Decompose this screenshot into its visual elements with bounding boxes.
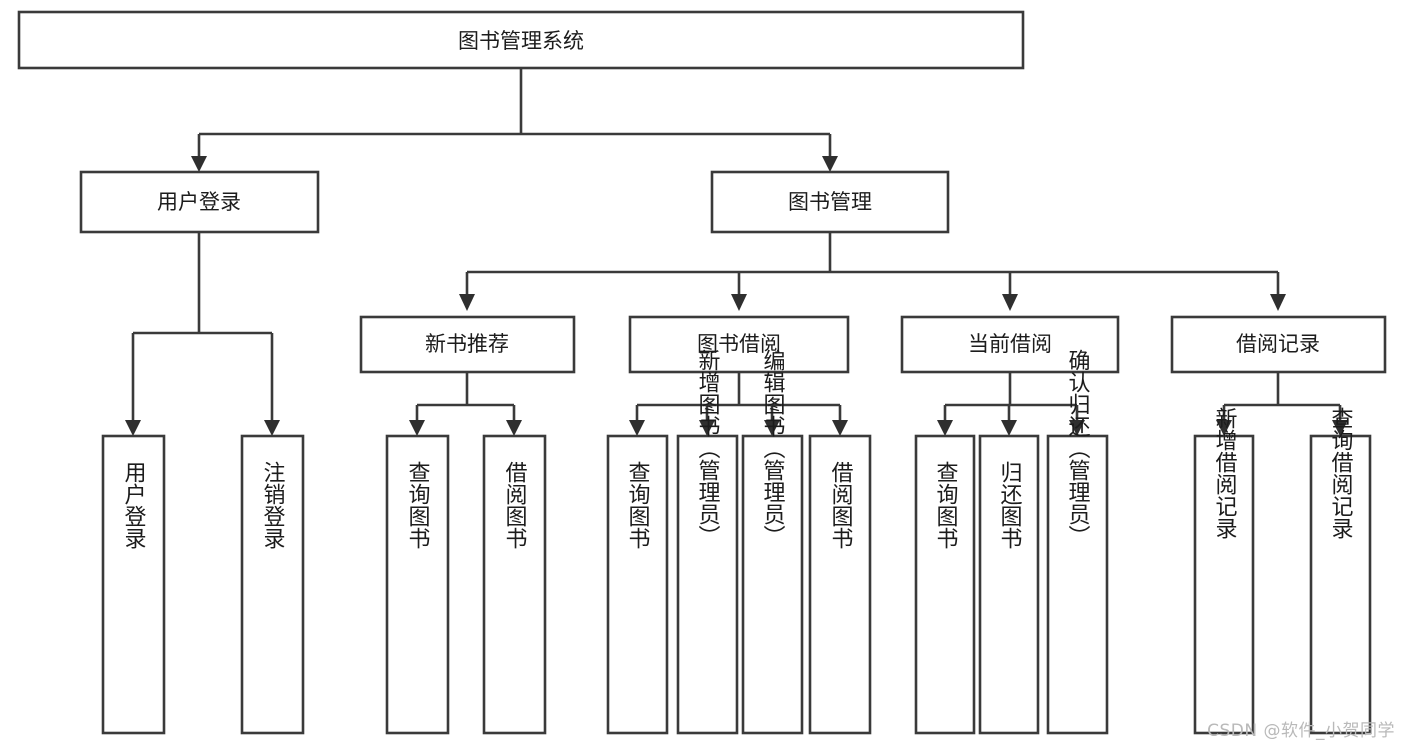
node-leaf-confirm-return-label: 确认归还（管理员） — [1065, 349, 1091, 547]
node-borrow-record-label: 借阅记录 — [1236, 332, 1320, 356]
node-leaf-return-book-label: 归还图书 — [997, 461, 1023, 549]
node-new-book-recommend-box[interactable] — [359, 315, 576, 374]
node-leaf-edit-book[interactable]: 编辑图书（管理员） — [741, 349, 804, 735]
node-leaf-user-login-box[interactable] — [101, 434, 166, 735]
node-leaf-query-book-3-box[interactable] — [914, 434, 976, 735]
node-leaf-add-book-box[interactable] — [676, 434, 739, 735]
connector-layer — [125, 68, 1348, 436]
node-leaf-query-book-2-label: 查询图书 — [625, 461, 651, 549]
node-leaf-logout-login-box[interactable] — [240, 434, 305, 735]
node-book-borrow[interactable]: 图书借阅 — [628, 315, 850, 374]
node-leaf-query-book-1[interactable]: 查询图书 — [385, 434, 450, 735]
node-leaf-return-book[interactable]: 归还图书 — [978, 434, 1040, 735]
arrow-head-leaf-query-record — [1332, 420, 1348, 436]
node-leaf-query-book-1-label: 查询图书 — [405, 461, 431, 549]
node-leaf-user-login-label: 用户登录 — [121, 461, 147, 549]
node-leaf-query-book-3-label: 查询图书 — [933, 461, 959, 549]
arrow-head-book-borrow — [731, 294, 747, 311]
arrow-head-leaf-user-login — [125, 420, 141, 436]
arrow-head-leaf-logout-login — [264, 420, 280, 436]
node-book-manage[interactable]: 图书管理 — [710, 170, 950, 234]
arrow-head-leaf-borrow-book-1 — [506, 420, 522, 436]
node-leaf-borrow-book-1-box[interactable] — [482, 434, 547, 735]
node-leaf-borrow-book-1-label: 借阅图书 — [502, 461, 528, 549]
node-leaf-user-login[interactable]: 用户登录 — [101, 434, 166, 735]
arrow-head-current-borrow — [1002, 294, 1018, 311]
node-user-login[interactable]: 用户登录 — [79, 170, 320, 234]
node-leaf-query-book-3[interactable]: 查询图书 — [914, 434, 976, 735]
node-root-box[interactable] — [17, 10, 1025, 70]
node-leaf-add-record-box[interactable] — [1193, 434, 1255, 735]
node-leaf-add-record-label: 新增借阅记录 — [1212, 407, 1238, 539]
node-leaf-borrow-book-2-box[interactable] — [808, 434, 872, 735]
arrow-head-leaf-add-book — [699, 420, 715, 436]
node-leaf-confirm-return[interactable]: 确认归还（管理员） — [1046, 349, 1109, 735]
node-leaf-borrow-book-2-label: 借阅图书 — [828, 461, 854, 549]
node-root[interactable]: 图书管理系统 — [17, 10, 1025, 70]
arrow-head-leaf-query-book-1 — [409, 420, 425, 436]
node-book-manage-box[interactable] — [710, 170, 950, 234]
node-book-borrow-label: 图书借阅 — [697, 332, 781, 356]
arrow-head-leaf-query-book-3 — [937, 420, 953, 436]
node-leaf-query-book-2[interactable]: 查询图书 — [606, 434, 669, 735]
arrow-head-leaf-edit-book — [764, 420, 780, 436]
node-new-book-recommend[interactable]: 新书推荐 — [359, 315, 576, 374]
node-root-label: 图书管理系统 — [458, 29, 584, 53]
node-book-manage-label: 图书管理 — [788, 190, 872, 214]
node-leaf-return-book-box[interactable] — [978, 434, 1040, 735]
node-leaf-logout-login-label: 注销登录 — [260, 461, 286, 549]
arrow-head-user-login — [191, 156, 207, 172]
node-user-login-box[interactable] — [79, 170, 320, 234]
arrow-head-new-book-recommend — [459, 294, 475, 311]
arrow-head-book-manage — [822, 156, 838, 172]
node-borrow-record[interactable]: 借阅记录 — [1170, 315, 1387, 374]
arrow-head-leaf-return-book — [1001, 420, 1017, 436]
node-leaf-query-record-box[interactable] — [1309, 434, 1372, 735]
node-new-book-recommend-label: 新书推荐 — [425, 332, 509, 356]
node-leaf-query-record-label: 查询借阅记录 — [1328, 407, 1354, 539]
node-user-login-label: 用户登录 — [157, 190, 241, 214]
node-leaf-edit-book-label: 编辑图书（管理员） — [760, 349, 786, 547]
node-current-borrow[interactable]: 当前借阅 — [900, 315, 1120, 374]
node-leaf-edit-book-box[interactable] — [741, 434, 804, 735]
node-leaf-add-book-label: 新增图书（管理员） — [695, 349, 721, 547]
node-leaf-logout-login[interactable]: 注销登录 — [240, 434, 305, 735]
node-leaf-query-book-1-box[interactable] — [385, 434, 450, 735]
node-book-borrow-box[interactable] — [628, 315, 850, 374]
arrow-head-leaf-add-record — [1216, 420, 1232, 436]
arrow-head-borrow-record — [1270, 294, 1286, 311]
node-leaf-query-book-2-box[interactable] — [606, 434, 669, 735]
arrow-head-leaf-borrow-book-2 — [832, 420, 848, 436]
arrow-head-leaf-confirm-return — [1069, 420, 1085, 436]
node-leaf-add-record[interactable]: 新增借阅记录 — [1193, 407, 1255, 735]
node-leaf-query-record[interactable]: 查询借阅记录 — [1309, 407, 1372, 735]
node-leaf-borrow-book-1[interactable]: 借阅图书 — [482, 434, 547, 735]
node-leaf-confirm-return-box[interactable] — [1046, 434, 1109, 735]
node-current-borrow-box[interactable] — [900, 315, 1120, 374]
node-leaf-add-book[interactable]: 新增图书（管理员） — [676, 349, 739, 735]
arrow-head-leaf-query-book-2 — [629, 420, 645, 436]
node-current-borrow-label: 当前借阅 — [968, 332, 1052, 356]
node-borrow-record-box[interactable] — [1170, 315, 1387, 374]
node-leaf-borrow-book-2[interactable]: 借阅图书 — [808, 434, 872, 735]
